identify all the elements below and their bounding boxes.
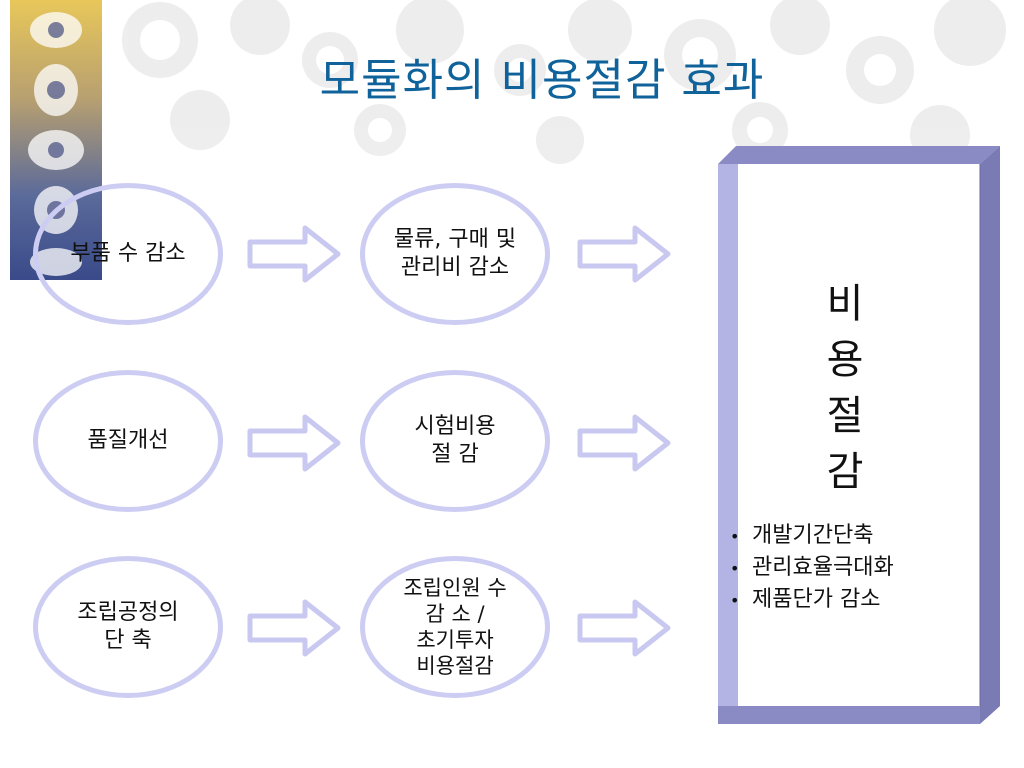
node-label: 조립공정의 단 축 xyxy=(77,600,179,653)
arrow-right-icon xyxy=(577,225,671,283)
arrow-right-icon xyxy=(247,414,341,472)
arrow-right-icon xyxy=(577,414,671,472)
node-label: 부품 수 감소 xyxy=(70,241,186,266)
node-label: 물류, 구매 및 관리비 감소 xyxy=(393,227,517,280)
result-bullet-list: 개발기간단축 관리효율극대화 제품단가 감소 xyxy=(730,520,894,616)
quality-improvement-node: 품질개선 xyxy=(33,370,223,512)
arrow-right-icon xyxy=(247,599,341,657)
arrow-right-icon xyxy=(247,225,341,283)
result-title-char: 감 xyxy=(826,449,864,495)
slide-title: 모듈화의 비용절감 효과 xyxy=(319,55,765,106)
assembly-staff-node: 조립인원 수 감 소 / 초기투자 비용절감 xyxy=(360,556,550,698)
result-title-char: 절 xyxy=(826,393,864,439)
arrow-right-icon xyxy=(577,599,671,657)
result-title: 비 용 절 감 xyxy=(800,276,890,500)
result-title-char: 비 xyxy=(826,281,864,327)
bullet-item: 제품단가 감소 xyxy=(730,584,894,616)
assembly-shortening-node: 조립공정의 단 축 xyxy=(33,556,223,698)
test-cost-node: 시험비용 절 감 xyxy=(360,370,550,512)
bullet-item: 관리효율극대화 xyxy=(730,552,894,584)
node-label: 품질개선 xyxy=(87,428,169,453)
node-label: 조립인원 수 감 소 / 초기투자 비용절감 xyxy=(403,576,507,678)
reduce-parts-node: 부품 수 감소 xyxy=(33,183,223,325)
bullet-item: 개발기간단축 xyxy=(730,520,894,552)
node-label: 시험비용 절 감 xyxy=(414,414,496,467)
logistics-cost-node: 물류, 구매 및 관리비 감소 xyxy=(360,183,550,325)
result-title-char: 용 xyxy=(826,337,864,383)
